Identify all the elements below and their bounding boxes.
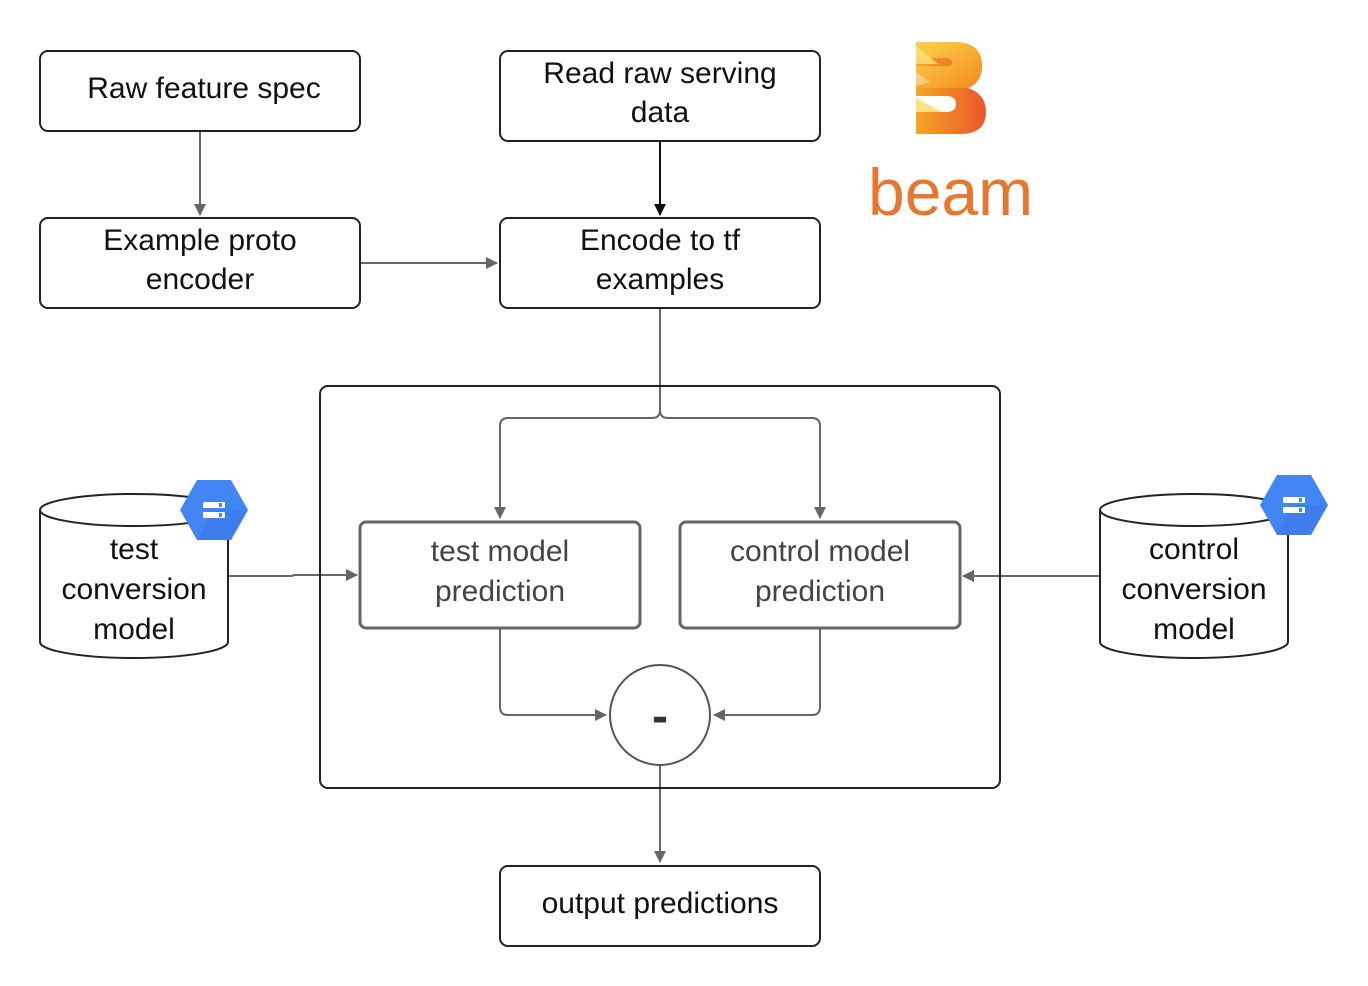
control-conversion-model-line2: conversion — [1121, 573, 1266, 606]
example-proto-encoder-label-line1: Example proto — [103, 224, 296, 257]
node-example-proto-encoder: Example proto encoder — [39, 217, 361, 309]
beam-logo: beam — [868, 42, 1033, 229]
node-encode-to-tf-examples: Encode to tf examples — [499, 217, 821, 309]
raw-feature-spec-label: Raw feature spec — [87, 72, 320, 105]
node-subtract-operator: - — [609, 664, 711, 766]
control-conversion-model-line3: model — [1153, 613, 1235, 646]
node-test-model-prediction: test model prediction — [358, 520, 642, 630]
read-raw-serving-label-line1: Read raw serving — [543, 57, 776, 90]
control-conversion-model-line1: control — [1149, 533, 1239, 566]
read-raw-serving-label-line2: data — [631, 96, 690, 129]
node-output-predictions: output predictions — [499, 865, 821, 947]
node-read-raw-serving-data: Read raw serving data — [499, 50, 821, 142]
test-model-prediction-line1: test model — [431, 535, 569, 568]
output-predictions-label: output predictions — [542, 887, 779, 920]
node-control-conversion-model: control conversion model — [1099, 493, 1289, 659]
encode-tf-label-line2: examples — [596, 263, 724, 296]
test-conversion-model-line3: model — [93, 613, 175, 646]
edge-test-pred-to-subtract — [499, 629, 607, 721]
edge-control-pred-to-subtract — [713, 629, 821, 721]
test-conversion-model-line2: conversion — [61, 573, 206, 606]
connectors — [194, 131, 1100, 863]
edge-encode-to-control — [659, 409, 826, 519]
subtract-symbol: - — [652, 690, 668, 743]
control-model-prediction-line1: control model — [730, 535, 910, 568]
encode-tf-label-line1: Encode to tf — [580, 224, 741, 257]
beam-wordmark: beam — [868, 155, 1033, 229]
node-raw-feature-spec: Raw feature spec — [39, 50, 361, 132]
cloud-storage-icon — [1260, 475, 1328, 535]
test-model-prediction-line2: prediction — [435, 575, 565, 608]
example-proto-encoder-label-line2: encoder — [146, 263, 254, 296]
control-model-prediction-line2: prediction — [755, 575, 885, 608]
edge-encode-to-test — [494, 308, 661, 519]
beam-logo-icon — [916, 42, 986, 134]
model-comparison-container — [319, 385, 1001, 789]
node-control-model-prediction: control model prediction — [678, 520, 962, 630]
edge-test-model-to-test-pred — [228, 569, 358, 581]
node-test-conversion-model: test conversion model — [39, 493, 229, 659]
test-conversion-model-line1: test — [110, 533, 159, 566]
cloud-storage-icon — [180, 480, 248, 540]
